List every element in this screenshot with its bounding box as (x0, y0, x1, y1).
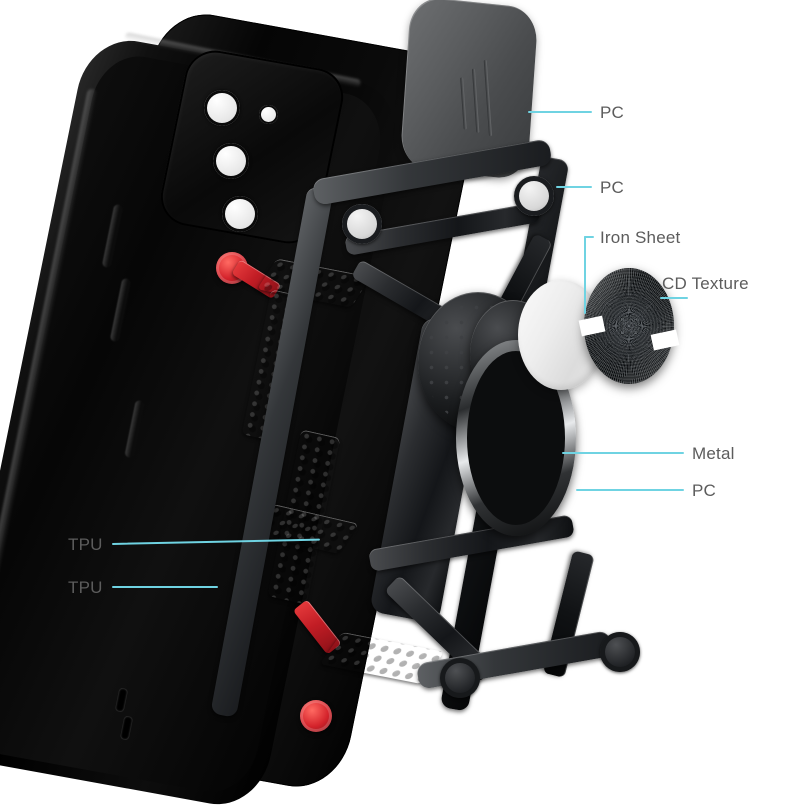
callout-label-iron-sheet: Iron Sheet (600, 228, 681, 247)
cd-texture-disc (584, 268, 674, 384)
leader-line-cd-texture (660, 297, 688, 299)
callout-label-pc-frame-bottom: PC (692, 481, 717, 500)
tpu-case (0, 5, 488, 812)
leader-line-pc-frame-bottom (576, 489, 684, 491)
camera-lens-2 (213, 143, 249, 179)
callout-label-pc-frame-top: PC (600, 178, 625, 197)
armor-frame (210, 138, 640, 740)
camera-lens-3 (222, 196, 258, 232)
leader-line-iron-sheet-vertical (584, 236, 586, 314)
leader-line-pc-frame-top (556, 186, 592, 188)
camera-flash (259, 105, 278, 124)
leader-line-pc-slider (528, 111, 592, 113)
camera-lens-1 (204, 90, 240, 126)
red-stud-bottom (300, 700, 332, 732)
armor-mount-hole-top-left (342, 204, 382, 244)
callout-label-cd-texture: CD Texture (662, 274, 749, 293)
armor-mount-hole-top-right (514, 176, 554, 216)
leader-line-metal (562, 452, 684, 454)
callout-label-tpu-upper: TPU (68, 535, 103, 554)
callout-label-pc-slider: PC (600, 103, 625, 122)
callout-label-metal: Metal (692, 444, 735, 463)
leader-line-tpu-upper (111, 538, 320, 545)
leader-line-iron-sheet-horizontal (584, 236, 594, 238)
armor-mount-hole-bottom-right (600, 632, 640, 672)
armor-mount-hole-bottom-left (440, 658, 480, 698)
leader-line-tpu-lower (112, 586, 218, 588)
callout-label-tpu-lower: TPU (68, 578, 103, 597)
